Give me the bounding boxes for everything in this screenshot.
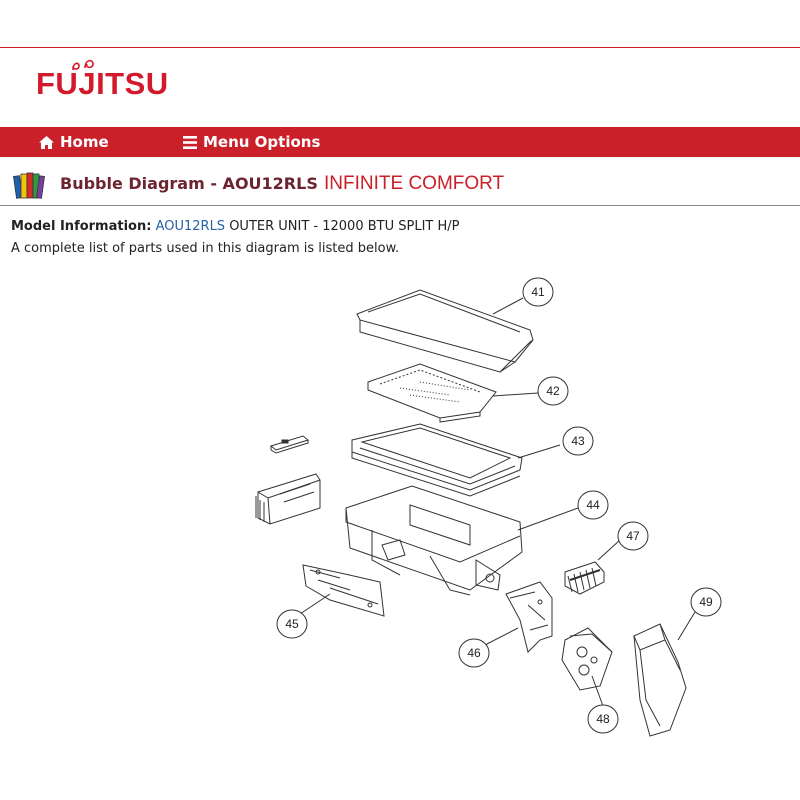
logo-swirl-icon <box>72 59 94 71</box>
bubble-number: 48 <box>596 712 610 726</box>
bubble-circle[interactable] <box>577 490 609 520</box>
bubble-48[interactable]: 48 <box>587 704 619 734</box>
exploded-parts-diagram: 41 42 43 44 45 46 47 48 49 <box>0 260 800 800</box>
bubble-circle[interactable] <box>276 609 308 639</box>
bubble-47[interactable]: 47 <box>617 521 649 551</box>
bubble-number: 49 <box>699 595 713 609</box>
brand-name: INFINITE COMFORT <box>324 173 505 194</box>
bubble-circle[interactable] <box>537 376 569 406</box>
model-description: OUTER UNIT - 12000 BTU SPLIT H/P <box>229 219 460 234</box>
page-title: Bubble Diagram - AOU12RLS <box>60 174 318 193</box>
bubble-46[interactable]: 46 <box>458 638 490 668</box>
nav-home[interactable]: Home <box>39 127 109 157</box>
part-45-side-panel <box>302 564 385 617</box>
bubble-49[interactable]: 49 <box>690 587 722 617</box>
bubble-42[interactable]: 42 <box>537 376 569 406</box>
bubble-circle[interactable] <box>522 277 554 307</box>
bubble-number: 45 <box>285 617 299 631</box>
books-icon <box>13 172 45 199</box>
bubble-circle[interactable] <box>587 704 619 734</box>
bubble-number: 42 <box>546 384 560 398</box>
bubble-number: 43 <box>571 434 585 448</box>
model-info-label: Model Information: <box>11 219 152 234</box>
top-rule <box>0 47 800 48</box>
bubble-41[interactable]: 41 <box>522 277 554 307</box>
parts-list-note: A complete list of parts used in this di… <box>11 241 400 256</box>
bubble-number: 46 <box>467 646 481 660</box>
part-46-bracket <box>505 581 553 653</box>
logo-text: FUJITSU <box>36 66 169 101</box>
part-44-chassis <box>345 485 523 596</box>
title-rule <box>0 205 800 206</box>
model-link[interactable]: AOU12RLS <box>155 219 226 234</box>
bubble-circle[interactable] <box>617 521 649 551</box>
bubble-number: 47 <box>626 529 640 543</box>
part-42-control-board <box>367 363 497 423</box>
menu-bars-icon <box>183 136 197 149</box>
part-43-frame <box>351 423 523 497</box>
bubble-circle[interactable] <box>458 638 490 668</box>
bubble-44[interactable]: 44 <box>577 490 609 520</box>
nav-menu-options[interactable]: Menu Options <box>183 127 320 157</box>
title-row: Bubble Diagram - AOU12RLS INFINITE COMFO… <box>0 168 800 204</box>
part-heat-sink <box>255 473 321 525</box>
bubble-circle[interactable] <box>562 426 594 456</box>
part-47-terminal-block <box>564 561 605 595</box>
bubble-number: 41 <box>531 285 545 299</box>
bubble-circle[interactable] <box>690 587 722 617</box>
nav-home-label: Home <box>60 133 109 151</box>
main-navbar: Home Menu Options <box>0 127 800 157</box>
part-48-electrical-box <box>561 627 613 691</box>
part-small-bracket <box>269 435 310 454</box>
leader-lines <box>299 297 696 707</box>
model-info-line: Model Information: AOU12RLS OUTER UNIT -… <box>11 219 459 234</box>
bubble-45[interactable]: 45 <box>276 609 308 639</box>
bubble-layer: 41 42 43 44 45 46 47 48 49 <box>276 277 722 734</box>
nav-menu-label: Menu Options <box>203 133 321 151</box>
bubble-number: 44 <box>586 498 600 512</box>
house-icon <box>39 136 54 149</box>
part-49-duct <box>633 623 687 737</box>
bubble-43[interactable]: 43 <box>562 426 594 456</box>
part-41-top-panel <box>356 289 534 373</box>
